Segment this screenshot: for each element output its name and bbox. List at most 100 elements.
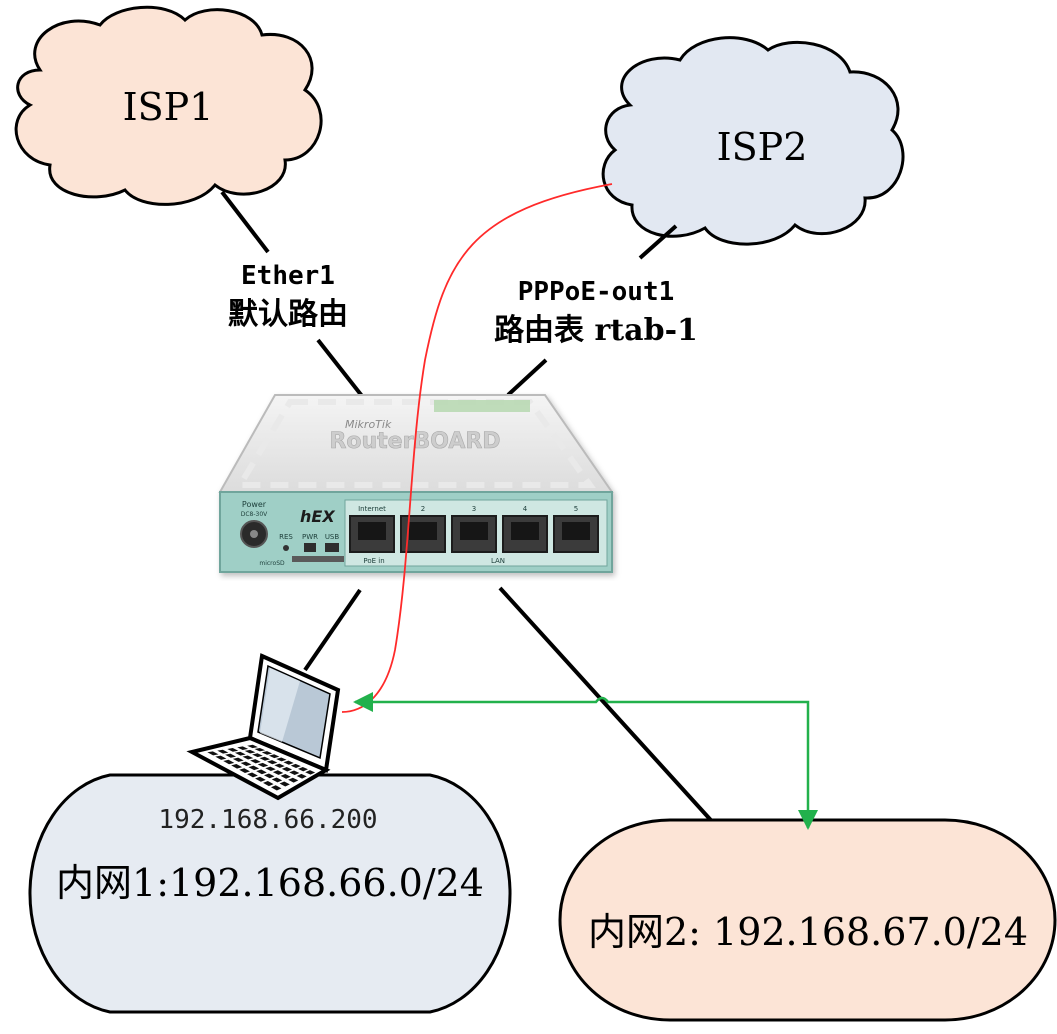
isp2-cloud-shape xyxy=(601,36,905,246)
laptop-key xyxy=(272,770,284,775)
power-jack-pin xyxy=(250,530,258,538)
laptop-key xyxy=(259,756,271,761)
router-led-strip xyxy=(434,400,530,412)
isp1-link-label: Ether1 默认路由 xyxy=(228,261,348,332)
laptop-key xyxy=(290,763,301,769)
laptop-key xyxy=(248,765,260,771)
port-label: 3 xyxy=(472,505,476,513)
isp1-route-label: 默认路由 xyxy=(228,297,348,332)
sd-slot xyxy=(292,556,344,562)
laptop-key xyxy=(244,749,256,754)
laptop-key xyxy=(276,757,287,762)
lan1-label: 内网1:192.168.66.0/24 xyxy=(56,861,484,905)
laptop-key xyxy=(271,777,283,783)
laptop-key xyxy=(217,749,229,754)
laptop-key xyxy=(234,751,246,756)
port-label: 5 xyxy=(574,505,578,513)
isp2-label: ISP2 xyxy=(717,125,808,169)
laptop-key xyxy=(263,780,274,787)
router: MikroTik RouterBOARD Power DC8-30V hEX R… xyxy=(218,394,614,573)
pwr-led xyxy=(304,543,316,552)
lan2-shape xyxy=(558,818,1057,1022)
isp1-interface-label: Ether1 xyxy=(241,261,335,291)
laptop-key xyxy=(288,777,299,783)
laptop-key xyxy=(207,751,219,756)
lan1-shape xyxy=(28,773,512,1014)
port-label: 2 xyxy=(421,505,425,513)
isp2-link-label: PPPoE-out1 路由表 rtab-1 xyxy=(494,277,698,348)
ethernet-port-socket xyxy=(409,522,437,540)
laptop-key xyxy=(305,770,316,775)
router-model: hEX xyxy=(300,507,335,526)
lan1-network: 192.168.66.200 内网1:192.168.66.0/24 xyxy=(28,773,512,1014)
laptop-key xyxy=(266,760,278,765)
laptop-key xyxy=(225,753,237,758)
laptop-key xyxy=(281,767,293,772)
laptop-ip: 192.168.66.200 xyxy=(158,805,377,835)
sd-label: microSD xyxy=(259,560,285,567)
laptop-keyboard xyxy=(207,744,316,791)
laptop-key xyxy=(271,785,282,791)
isp1-cloud-shape xyxy=(14,5,323,206)
laptop-key xyxy=(239,768,250,773)
ethernet-port-socket xyxy=(358,522,386,540)
laptop-key xyxy=(247,772,258,778)
laptop xyxy=(186,653,341,801)
lan2-network: 内网2: 192.168.67.0/24 xyxy=(558,818,1057,1022)
laptop-key xyxy=(261,751,273,755)
reset-button[interactable] xyxy=(283,545,289,551)
laptop-key xyxy=(242,755,254,760)
laptop-key xyxy=(265,766,276,772)
laptop-key xyxy=(227,748,239,752)
lan-label: LAN xyxy=(491,557,505,565)
laptop-key xyxy=(289,770,300,776)
laptop-key xyxy=(254,747,266,752)
usb-label: USB xyxy=(325,533,340,541)
pwr-label: PWR xyxy=(302,533,318,541)
isp2-route-label: 路由表 rtab-1 xyxy=(494,313,698,348)
laptop-key xyxy=(240,761,252,766)
isp2-wire-upper xyxy=(638,224,678,260)
laptop-key xyxy=(297,766,308,772)
ethernet-port-socket xyxy=(511,522,539,540)
laptop-key xyxy=(279,781,290,787)
power-label: Power xyxy=(242,500,267,509)
laptop-key xyxy=(232,757,244,762)
isp2-wire-lower xyxy=(506,358,548,397)
isp1-cloud: ISP1 xyxy=(14,5,323,206)
laptop-key xyxy=(268,754,280,759)
laptop-key xyxy=(280,773,291,779)
isp2-interface-label: PPPoE-out1 xyxy=(518,277,675,307)
poe-label: PoE in xyxy=(363,557,384,565)
isp1-wire-lower xyxy=(316,338,364,398)
port-label: 4 xyxy=(523,505,528,513)
laptop-key xyxy=(274,763,285,768)
laptop-key xyxy=(283,760,294,765)
router-vents xyxy=(234,399,596,488)
ethernet-port-socket xyxy=(460,522,488,540)
laptop-screen-glare xyxy=(260,668,300,742)
laptop-key xyxy=(252,753,263,758)
laptop-key xyxy=(263,773,275,779)
isp2-return-path xyxy=(341,183,613,713)
laptop-key xyxy=(237,746,249,750)
usb-port xyxy=(325,543,339,552)
isp2-cloud: ISP2 xyxy=(601,36,905,246)
isp1-label: ISP1 xyxy=(123,85,214,129)
power-sub-label: DC8-30V xyxy=(241,511,268,518)
laptop-key xyxy=(255,776,266,782)
router-brand: MikroTik xyxy=(345,418,392,431)
laptop-key xyxy=(215,755,227,760)
router-to-laptop-wire xyxy=(303,588,362,672)
laptop-key xyxy=(231,764,243,769)
lan2-to-lan1-path xyxy=(353,692,818,830)
laptop-key xyxy=(256,769,267,775)
laptop-key xyxy=(296,773,307,779)
router-to-lan2-wire xyxy=(498,586,720,830)
isp1-wire-upper xyxy=(220,190,270,254)
lan2-label: 内网2: 192.168.67.0/24 xyxy=(588,910,1028,954)
laptop-key xyxy=(223,759,235,765)
laptop-key xyxy=(247,744,258,749)
